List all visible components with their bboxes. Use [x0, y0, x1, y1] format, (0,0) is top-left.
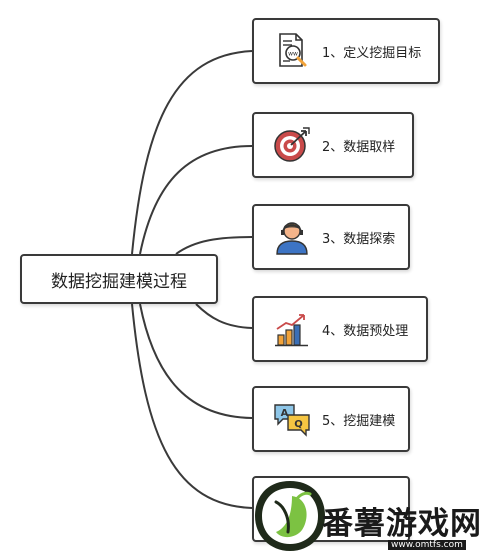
connector-step-6 — [131, 303, 253, 509]
site-watermark: 番薯游戏网 www.omtfs.com — [250, 472, 500, 559]
step-5-label: 5、挖掘建模 — [322, 413, 396, 429]
connector-step-5 — [139, 303, 253, 419]
step-node-data-sampling: 2、数据取样 — [252, 112, 414, 178]
watermark-url: www.omtfs.com — [388, 540, 466, 550]
svg-text:Q: Q — [294, 419, 303, 430]
qa-speech-bubbles-icon: A Q — [274, 404, 310, 437]
step-4-label: 4、数据预处理 — [322, 323, 409, 339]
svg-text:ww: ww — [288, 51, 298, 58]
step-3-label: 3、数据探索 — [322, 231, 396, 247]
step-node-mining-modeling: A Q 5、挖掘建模 — [252, 386, 410, 452]
step-node-data-exploration: 3、数据探索 — [252, 204, 410, 270]
connector-step-4 — [195, 303, 253, 329]
step-1-label: 1、定义挖掘目标 — [322, 45, 422, 61]
connector-step-1 — [131, 50, 253, 255]
watermark-title: 番薯游戏网 — [322, 506, 482, 542]
step-node-data-preprocessing: 4、数据预处理 — [252, 296, 428, 362]
document-magnifier-icon: ww — [279, 33, 307, 67]
step-2-label: 2、数据取样 — [322, 139, 396, 155]
connector-step-3 — [175, 236, 253, 255]
root-label: 数据挖掘建模过程 — [51, 271, 187, 292]
step-node-define-goal: ww 1、定义挖掘目标 — [252, 18, 440, 84]
svg-text:A: A — [281, 408, 289, 419]
root-node: 数据挖掘建模过程 — [20, 254, 218, 304]
target-arrow-icon — [274, 127, 310, 162]
person-headset-icon — [276, 222, 308, 255]
sweet-potato-logo-icon — [255, 481, 325, 551]
connector-step-2 — [139, 145, 253, 255]
bar-chart-growth-icon — [275, 314, 308, 347]
